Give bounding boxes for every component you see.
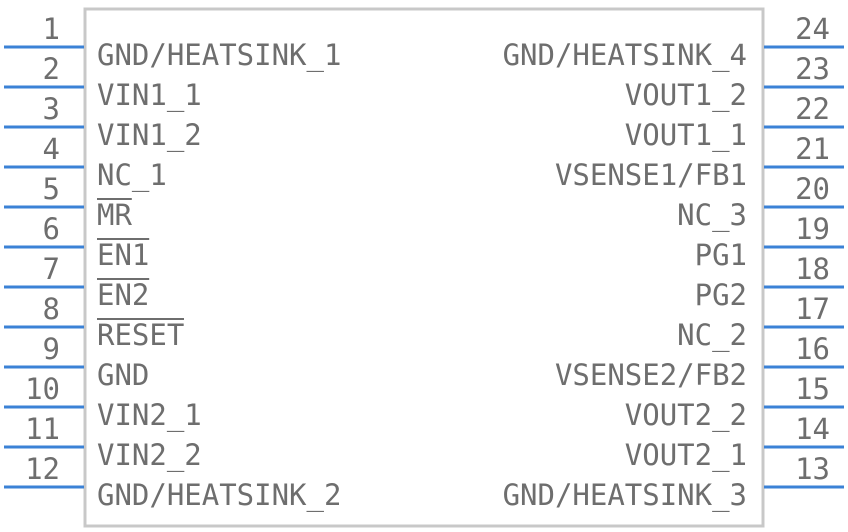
pin-11-label: VIN2_2 [97, 438, 202, 473]
pin-21-number: 21 [795, 132, 830, 166]
pin-13-label: GND/HEATSINK_3 [503, 478, 747, 513]
ic-body [83, 7, 765, 528]
pin-19-number: 19 [795, 212, 830, 246]
pin-2-number: 2 [43, 52, 60, 86]
pin-15-label: VOUT2_2 [625, 398, 747, 433]
pin-20-number: 20 [795, 172, 830, 206]
pin-3-label: VIN1_2 [97, 118, 202, 153]
pin-15-number: 15 [795, 372, 830, 406]
pin-13-number: 13 [795, 452, 830, 486]
pin-5-label: MR [97, 198, 132, 232]
pin-19-label: PG1 [695, 238, 747, 272]
pin-8-number: 8 [43, 292, 60, 326]
pin-10-label: VIN2_1 [97, 398, 202, 433]
pin-16-label: VSENSE2/FB2 [555, 358, 747, 392]
pin-23-number: 23 [795, 52, 830, 86]
pin-17-label: NC_2 [677, 318, 747, 353]
pin-22-number: 22 [795, 92, 830, 126]
pin-24-label: GND/HEATSINK_4 [503, 38, 747, 73]
pin-2-label: VIN1_1 [97, 78, 202, 113]
pin-10-number: 10 [25, 372, 60, 406]
pin-4-number: 4 [43, 132, 60, 166]
pin-22-label: VOUT1_1 [625, 118, 747, 153]
pin-18-label: PG2 [695, 278, 747, 312]
pin-1-label: GND/HEATSINK_1 [97, 38, 341, 73]
pin-6-label: EN1 [97, 238, 149, 272]
pin-5-number: 5 [43, 172, 60, 206]
pin-7-number: 7 [43, 252, 60, 286]
pin-20-label: NC_3 [677, 198, 747, 233]
pin-9-number: 9 [43, 332, 60, 366]
pin-9-label: GND [97, 358, 149, 392]
pin-24-number: 24 [795, 12, 830, 46]
pin-18-number: 18 [795, 252, 830, 286]
pin-16-number: 16 [795, 332, 830, 366]
pin-7-label: EN2 [97, 278, 149, 312]
pin-21-label: VSENSE1/FB1 [555, 158, 747, 192]
pin-8-label: RESET [97, 318, 184, 352]
pin-1-number: 1 [43, 12, 60, 46]
pin-11-number: 11 [25, 412, 60, 446]
pin-17-number: 17 [795, 292, 830, 326]
pin-12-label: GND/HEATSINK_2 [97, 478, 341, 513]
pin-14-number: 14 [795, 412, 830, 446]
pin-4-label: NC_1 [97, 158, 167, 193]
pin-12-number: 12 [25, 452, 60, 486]
pin-14-label: VOUT2_1 [625, 438, 747, 473]
pin-23-label: VOUT1_2 [625, 78, 747, 113]
pin-6-number: 6 [43, 212, 60, 246]
pin-3-number: 3 [43, 92, 60, 126]
